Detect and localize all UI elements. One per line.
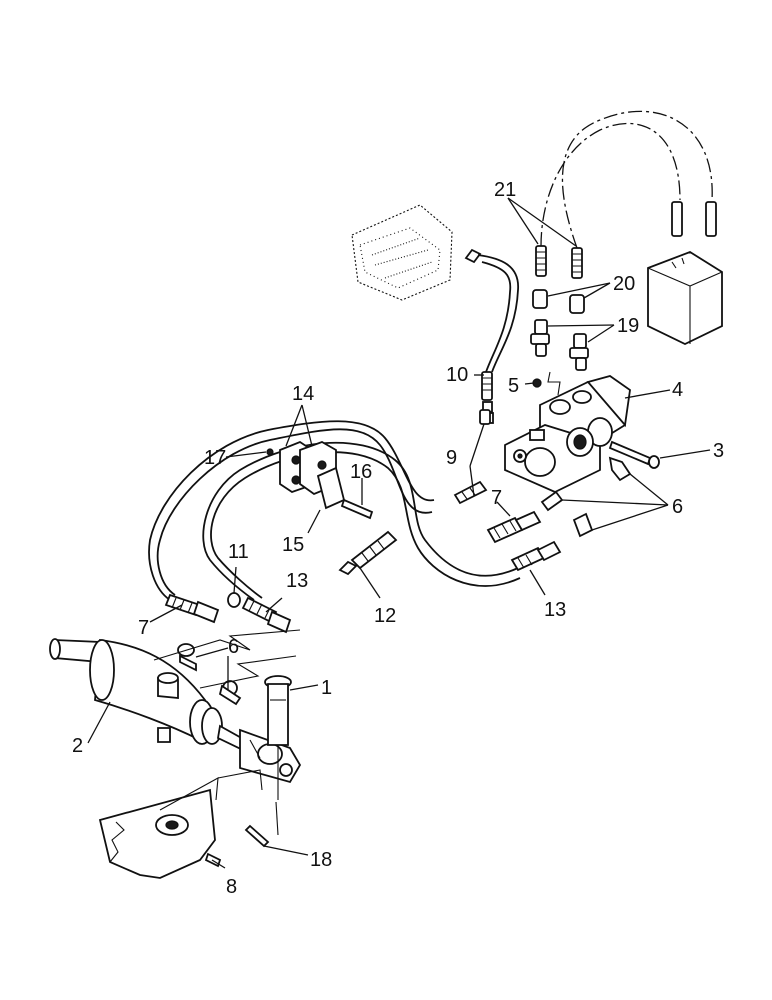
parts-19-20-21-fittings [530,245,589,371]
washer-part-5 [532,378,542,388]
long-hose-lower [202,441,521,601]
return-lines-to-tank [540,110,713,249]
callout-19: 19 [617,315,639,337]
callout-17: 17 [204,447,226,469]
control-valve-4 [504,375,631,493]
reservoir-tank [647,201,723,346]
part-12-fitting [338,530,398,576]
callout-7-cylinder: 7 [138,617,149,639]
callout-4: 4 [672,379,683,401]
callout-8: 8 [226,876,237,898]
callout-13-valve: 13 [544,599,566,621]
callout-18: 18 [310,849,332,871]
assembly-guide-lines [153,629,301,836]
callout-2: 2 [72,735,83,757]
hose-clamp-assembly [266,440,374,520]
callout-6-valve: 6 [672,496,683,518]
remote-valve-block [351,204,453,301]
callout-14: 14 [292,383,314,405]
part-13-fitting-cylinder [241,596,292,634]
callout-13-cylinder: 13 [286,570,308,592]
rod-clevis-end [239,728,302,784]
part-7-fitting-cylinder [164,593,220,624]
callout-16: 16 [350,461,372,483]
callout-7-valve: 7 [491,487,502,509]
callout-6-cylinder: 6 [228,636,239,658]
callout-labels: 1 2 3 4 5 6 6 7 7 8 9 10 11 12 13 13 14 … [72,179,724,898]
long-hose-upper [148,420,435,601]
bolt-part-3 [608,440,660,469]
callout-1: 1 [321,677,332,699]
callout-10: 10 [446,364,468,386]
callout-12: 12 [374,605,396,627]
part-7-fitting-valve [486,510,542,544]
callout-9: 9 [446,447,457,469]
part-13-fitting-valve [510,540,562,572]
cotter-pin-18 [244,824,270,848]
callout-15: 15 [282,534,304,556]
mounting-bracket [98,769,263,879]
part-9-fittings [453,409,491,505]
callout-11: 11 [228,541,249,563]
callout-20: 20 [613,273,635,295]
valve-port-link [547,371,561,396]
hydraulic-cylinder-2 [49,638,247,752]
callout-3: 3 [713,440,724,462]
oring-part-11 [227,592,241,608]
leader-lines [87,197,711,869]
hose-remote-to-fitting-10 [464,248,519,373]
callout-21: 21 [494,179,516,201]
callout-5: 5 [508,375,519,397]
pin-part-1 [264,675,292,746]
